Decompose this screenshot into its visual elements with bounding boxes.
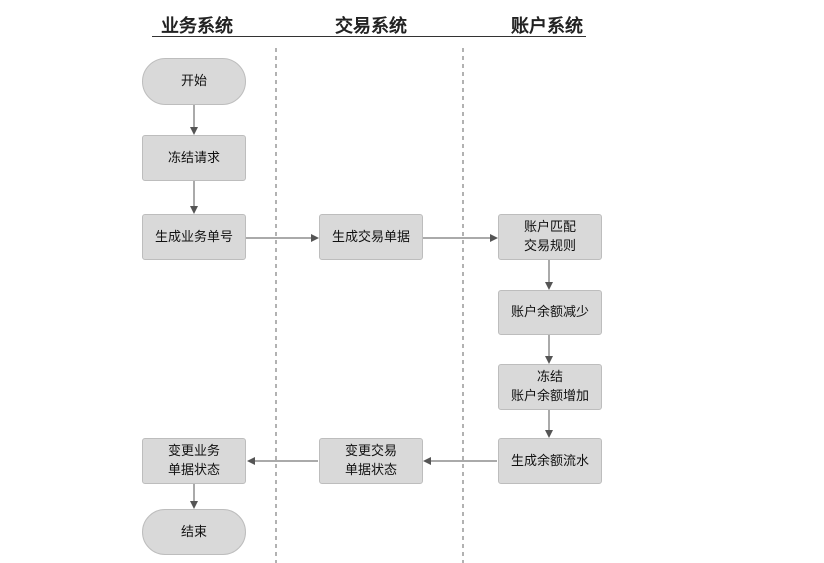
node-start-label: 开始 [180, 74, 207, 89]
lane-title-business: 业务系统 [161, 16, 233, 37]
node-gen-business-no-label: 生成业务单号 [154, 229, 233, 245]
node-start: 开始 [142, 58, 246, 105]
lane-title-account: 账户系统 [511, 16, 583, 37]
node-freeze-increase-label: 冻结 账户余额增加 [510, 370, 589, 404]
node-decrease-balance: 账户余额减少 [498, 290, 602, 335]
node-change-business-status-label: 变更业务 单据状态 [167, 444, 220, 478]
node-change-trade-status-label: 变更交易 单据状态 [344, 444, 397, 478]
node-freeze-request-label: 冻结请求 [167, 150, 220, 166]
header-rule [152, 36, 586, 37]
node-gen-business-no: 生成业务单号 [142, 214, 246, 260]
node-gen-balance-flow-label: 生成余额流水 [510, 453, 589, 469]
node-freeze-request: 冻结请求 [142, 135, 246, 181]
node-end: 结束 [142, 509, 246, 555]
node-gen-trade-doc-label: 生成交易单据 [331, 229, 410, 245]
node-gen-balance-flow: 生成余额流水 [498, 438, 602, 484]
node-change-trade-status: 变更交易 单据状态 [319, 438, 423, 484]
node-gen-trade-doc: 生成交易单据 [319, 214, 423, 260]
node-freeze-increase: 冻结 账户余额增加 [498, 364, 602, 410]
lane-title-trade: 交易系统 [335, 16, 407, 37]
node-match-rule: 账户匹配 交易规则 [498, 214, 602, 260]
node-end-label: 结束 [180, 524, 207, 540]
node-decrease-balance-label: 账户余额减少 [510, 305, 589, 320]
node-match-rule-label: 账户匹配 交易规则 [523, 220, 576, 254]
node-change-business-status: 变更业务 单据状态 [142, 438, 246, 484]
